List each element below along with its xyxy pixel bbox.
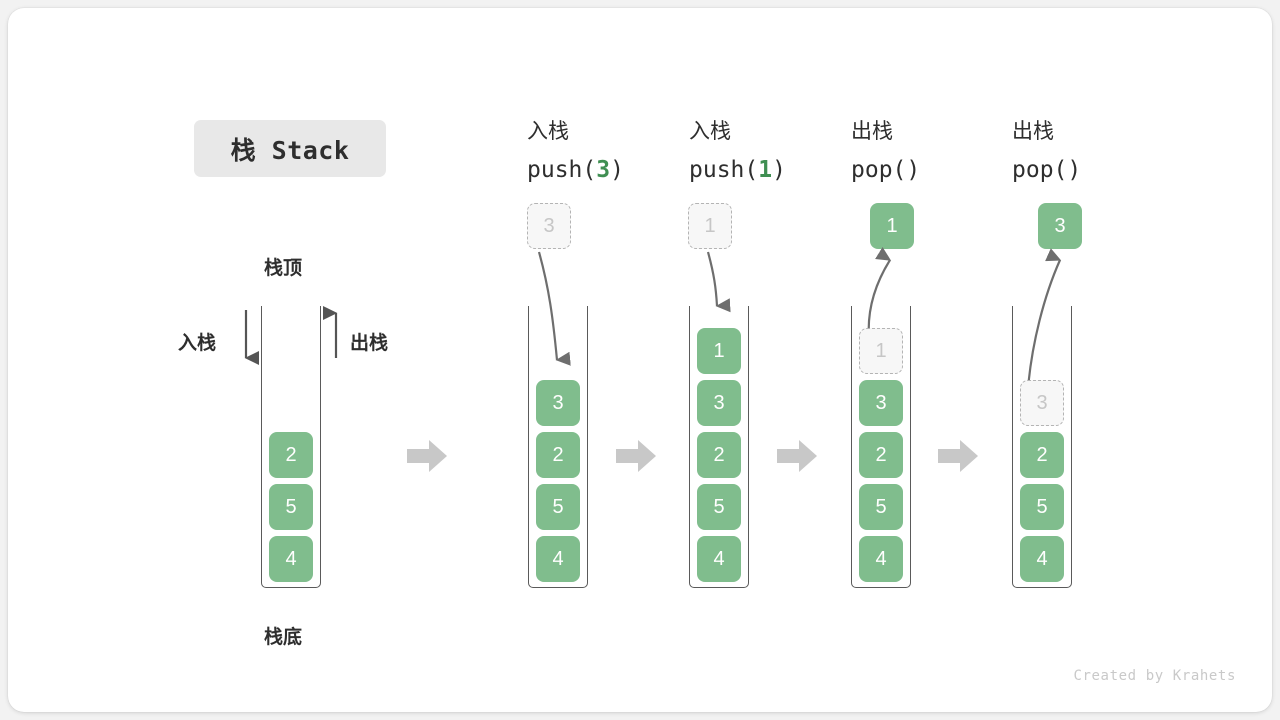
step-op-code-prefix: push( <box>689 157 759 183</box>
step-stack-cell: 5 <box>1020 484 1064 530</box>
diagram-card: 栈 Stack 栈顶 栈底 入栈 出栈 <box>8 8 1272 712</box>
diagram-title-badge: 栈 Stack <box>194 120 386 177</box>
stack-bottom-label: 栈底 <box>264 627 303 648</box>
base-stack-container <box>261 306 321 588</box>
step-op-code-suffix: ) <box>772 157 786 183</box>
step-op-code: push(3) <box>527 150 624 191</box>
step-stack-cell: 4 <box>1020 536 1064 582</box>
step-op-code-prefix: push( <box>527 157 597 183</box>
step-stack-container <box>528 306 588 588</box>
step-stack-container <box>689 306 749 588</box>
step-stack-cell: 4 <box>859 536 903 582</box>
step-op-code-suffix: ) <box>1067 157 1082 183</box>
step-op-cn: 出栈 <box>851 120 893 143</box>
base-stack-cell: 4 <box>269 536 313 582</box>
flow-arrow-icon <box>407 440 447 472</box>
credit-text: Created by Krahets <box>1073 668 1236 684</box>
base-stack-cell: 5 <box>269 484 313 530</box>
step-stack-cell: 1 <box>859 328 903 374</box>
step-stack-cell: 2 <box>536 432 580 478</box>
step-op-cn: 入栈 <box>689 120 731 143</box>
flow-arrow-icon <box>616 440 656 472</box>
step-op-label-cn: 出栈 <box>851 112 893 152</box>
step-op-code-suffix: ) <box>610 157 624 183</box>
push-motion-arrow-icon <box>706 251 731 313</box>
pop-direction-arrow-icon <box>322 305 338 358</box>
step-stack-container <box>851 306 911 588</box>
step-stack-cell: 3 <box>859 380 903 426</box>
step-op-label-cn: 出栈 <box>1012 112 1054 152</box>
flow-arrow-icon <box>938 440 978 472</box>
step-op-label-cn: 入栈 <box>527 112 569 152</box>
step-op-label-cn: 入栈 <box>689 112 731 152</box>
step-stack-cell: 2 <box>697 432 741 478</box>
step-stack-cell: 5 <box>697 484 741 530</box>
floating-element: 3 <box>527 203 571 249</box>
base-push-label: 入栈 <box>178 333 217 354</box>
step-stack-cell: 5 <box>536 484 580 530</box>
push-direction-arrow-icon <box>244 310 260 366</box>
base-stack-cell: 2 <box>269 432 313 478</box>
pop-motion-arrow-icon <box>1026 248 1062 389</box>
step-op-code: push(1) <box>689 150 786 191</box>
step-op-code-suffix: ) <box>906 157 921 183</box>
step-stack-cell: 4 <box>697 536 741 582</box>
step-stack-cell: 3 <box>697 380 741 426</box>
step-stack-cell: 4 <box>536 536 580 582</box>
step-stack-cell: 1 <box>697 328 741 374</box>
floating-element: 1 <box>870 203 914 249</box>
step-stack-cell: 2 <box>859 432 903 478</box>
flow-arrow-icon <box>777 440 817 472</box>
step-op-code-prefix: pop( <box>851 157 907 183</box>
step-op-code-arg: 1 <box>758 157 773 183</box>
base-pop-label: 出栈 <box>350 333 389 354</box>
step-op-code-prefix: pop( <box>1012 157 1068 183</box>
step-op-code: pop() <box>851 150 920 191</box>
step-stack-cell: 2 <box>1020 432 1064 478</box>
step-op-cn: 入栈 <box>527 120 569 143</box>
floating-element: 1 <box>688 203 732 249</box>
step-op-cn: 出栈 <box>1012 120 1054 143</box>
step-stack-cell: 3 <box>536 380 580 426</box>
step-stack-cell: 3 <box>1020 380 1064 426</box>
step-stack-cell: 5 <box>859 484 903 530</box>
push-motion-arrow-icon <box>537 251 571 366</box>
step-op-code-arg: 3 <box>596 157 611 183</box>
floating-element: 3 <box>1038 203 1082 249</box>
stack-top-label: 栈顶 <box>264 258 303 279</box>
step-stack-container <box>1012 306 1072 588</box>
step-op-code: pop() <box>1012 150 1081 191</box>
